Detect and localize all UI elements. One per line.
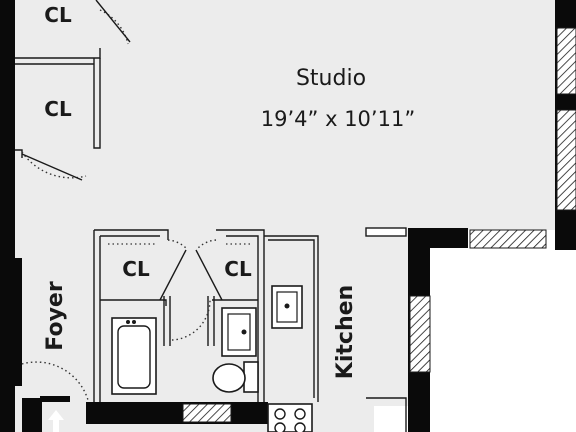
window-right-upper [556,27,576,95]
closet-top-label: CL [44,3,72,27]
closet-mid-right-label: CL [224,257,252,281]
closet-mid-left-label: CL [122,257,150,281]
closet-mid-right-door-swing [197,239,217,249]
entry-wall-stub [22,398,42,432]
windows [182,27,576,423]
kitchen-sink-icon [271,285,303,329]
kitchen-label: Kitchen [333,285,358,379]
window-bath [182,403,232,423]
bathtub-icon [111,317,157,395]
window-kitchen [409,295,431,373]
closet-left-door-swing [21,151,87,179]
entry-jamb [40,396,70,402]
bottom-wall [86,402,268,424]
window-bottom [469,229,547,249]
arrow-up-icon [48,410,64,432]
closet-top-door-swing [99,9,129,45]
entry-door-swing [21,361,89,401]
toilet-icon [212,361,259,393]
studio-name: Studio [296,66,366,91]
window-right-lower [556,109,576,211]
sink-icon [221,307,257,357]
bath-door-swing [171,299,211,341]
partitions [15,48,407,432]
doors [21,0,223,401]
stove-icon [267,403,313,432]
foyer-label: Foyer [43,281,68,351]
left-wall-thick [0,258,22,386]
closet-mid-left-door-swing [167,239,187,249]
closet-left-label: CL [44,97,72,121]
studio-dimensions: 19’4” x 10’11” [261,107,415,131]
